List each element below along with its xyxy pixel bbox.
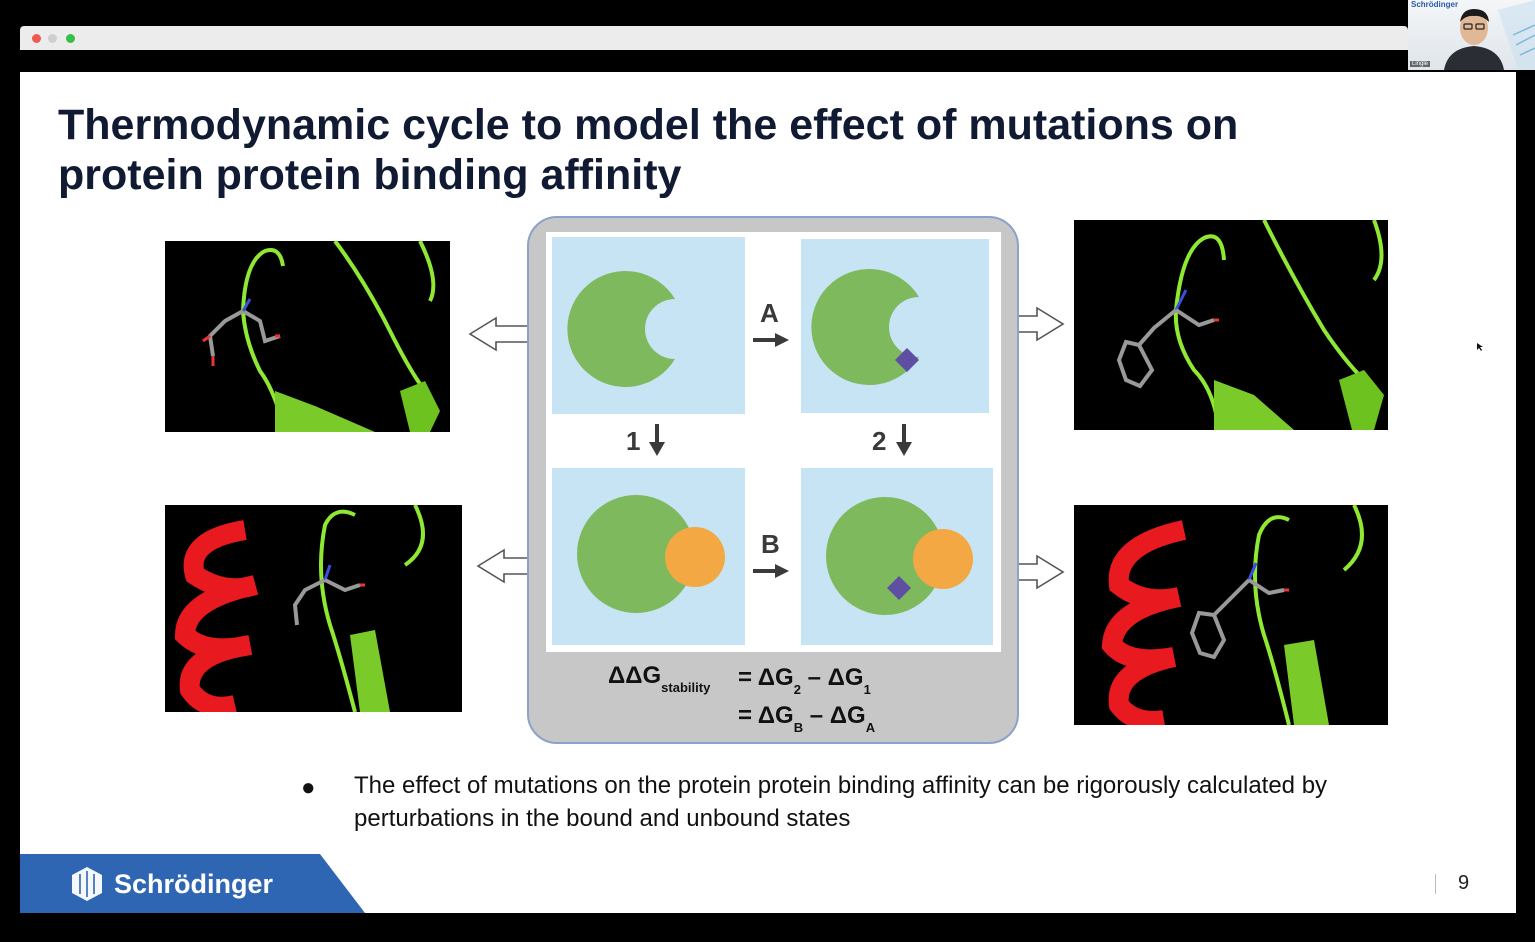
- cycle-panels: A B 1 2: [546, 232, 1001, 652]
- maximize-window-button[interactable]: [66, 34, 75, 43]
- equation-lhs-symbol: ΔΔG: [608, 662, 662, 689]
- label-2: 2: [872, 426, 887, 456]
- minimize-window-button[interactable]: [48, 34, 57, 43]
- arrow-2-icon: [896, 424, 912, 456]
- browser-titlebar: [20, 26, 1408, 50]
- footer-brand-band: [20, 854, 365, 913]
- structure-image-top-right: [1074, 220, 1388, 430]
- panel-unbound-wildtype: [552, 237, 745, 414]
- equation-line-1: = ΔG2 – ΔG1: [738, 664, 871, 697]
- schrodinger-logo-icon: [72, 867, 102, 901]
- brand-name: Schrödinger: [114, 869, 274, 899]
- equation-line2-term-b: – ΔG: [803, 702, 866, 729]
- participant-name-label: Lingle: [1410, 61, 1431, 67]
- thermodynamic-cycle-diagram: A B 1 2 ΔΔGstability = ΔG2 – ΔG1: [527, 216, 1019, 744]
- equation-line-2: = ΔGB – ΔGA: [738, 702, 875, 735]
- equation-lhs-subscript: stability: [661, 680, 711, 695]
- arrow-a-icon: [753, 333, 789, 347]
- equation-line1-sub-a: 2: [793, 682, 801, 697]
- bullet-icon: ●: [301, 774, 316, 801]
- panel-bound-mutant: [801, 468, 993, 645]
- arrow-1-icon: [649, 424, 665, 456]
- equation-line1-term-b: – ΔG: [800, 664, 864, 691]
- mouse-cursor-icon: [1477, 343, 1483, 351]
- structure-image-bottom-left: [165, 505, 462, 712]
- close-window-button[interactable]: [32, 34, 41, 43]
- structure-image-bottom-right: [1074, 505, 1388, 725]
- equation-lhs: ΔΔGstability: [608, 662, 710, 695]
- participant-video-tile[interactable]: Schrödinger Lingle: [1408, 0, 1535, 70]
- equation-line2-sub-a: B: [793, 720, 804, 735]
- arrow-b-icon: [753, 564, 789, 578]
- label-1: 1: [626, 426, 641, 456]
- equation-line1-sub-b: 1: [863, 682, 871, 697]
- participant-avatar: [1444, 0, 1535, 70]
- page-number: 9: [1458, 872, 1470, 894]
- label-b: B: [761, 529, 780, 559]
- slide: Thermodynamic cycle to model the effect …: [20, 72, 1516, 913]
- panel-bound-wildtype: [552, 468, 745, 645]
- bullet-text: The effect of mutations on the protein p…: [354, 772, 1328, 832]
- slide-title: Thermodynamic cycle to model the effect …: [58, 101, 1239, 199]
- label-a: A: [760, 298, 779, 328]
- structure-image-top-left: [165, 241, 450, 432]
- video-logo-text: Schrödinger: [1411, 0, 1459, 9]
- panel-unbound-mutant: [801, 239, 989, 413]
- page-number-divider: [1435, 874, 1436, 894]
- equation-line2-sub-b: A: [865, 720, 876, 735]
- equation-line1-term-a: = ΔG: [738, 664, 794, 691]
- equation-line2-term-a: = ΔG: [738, 702, 794, 729]
